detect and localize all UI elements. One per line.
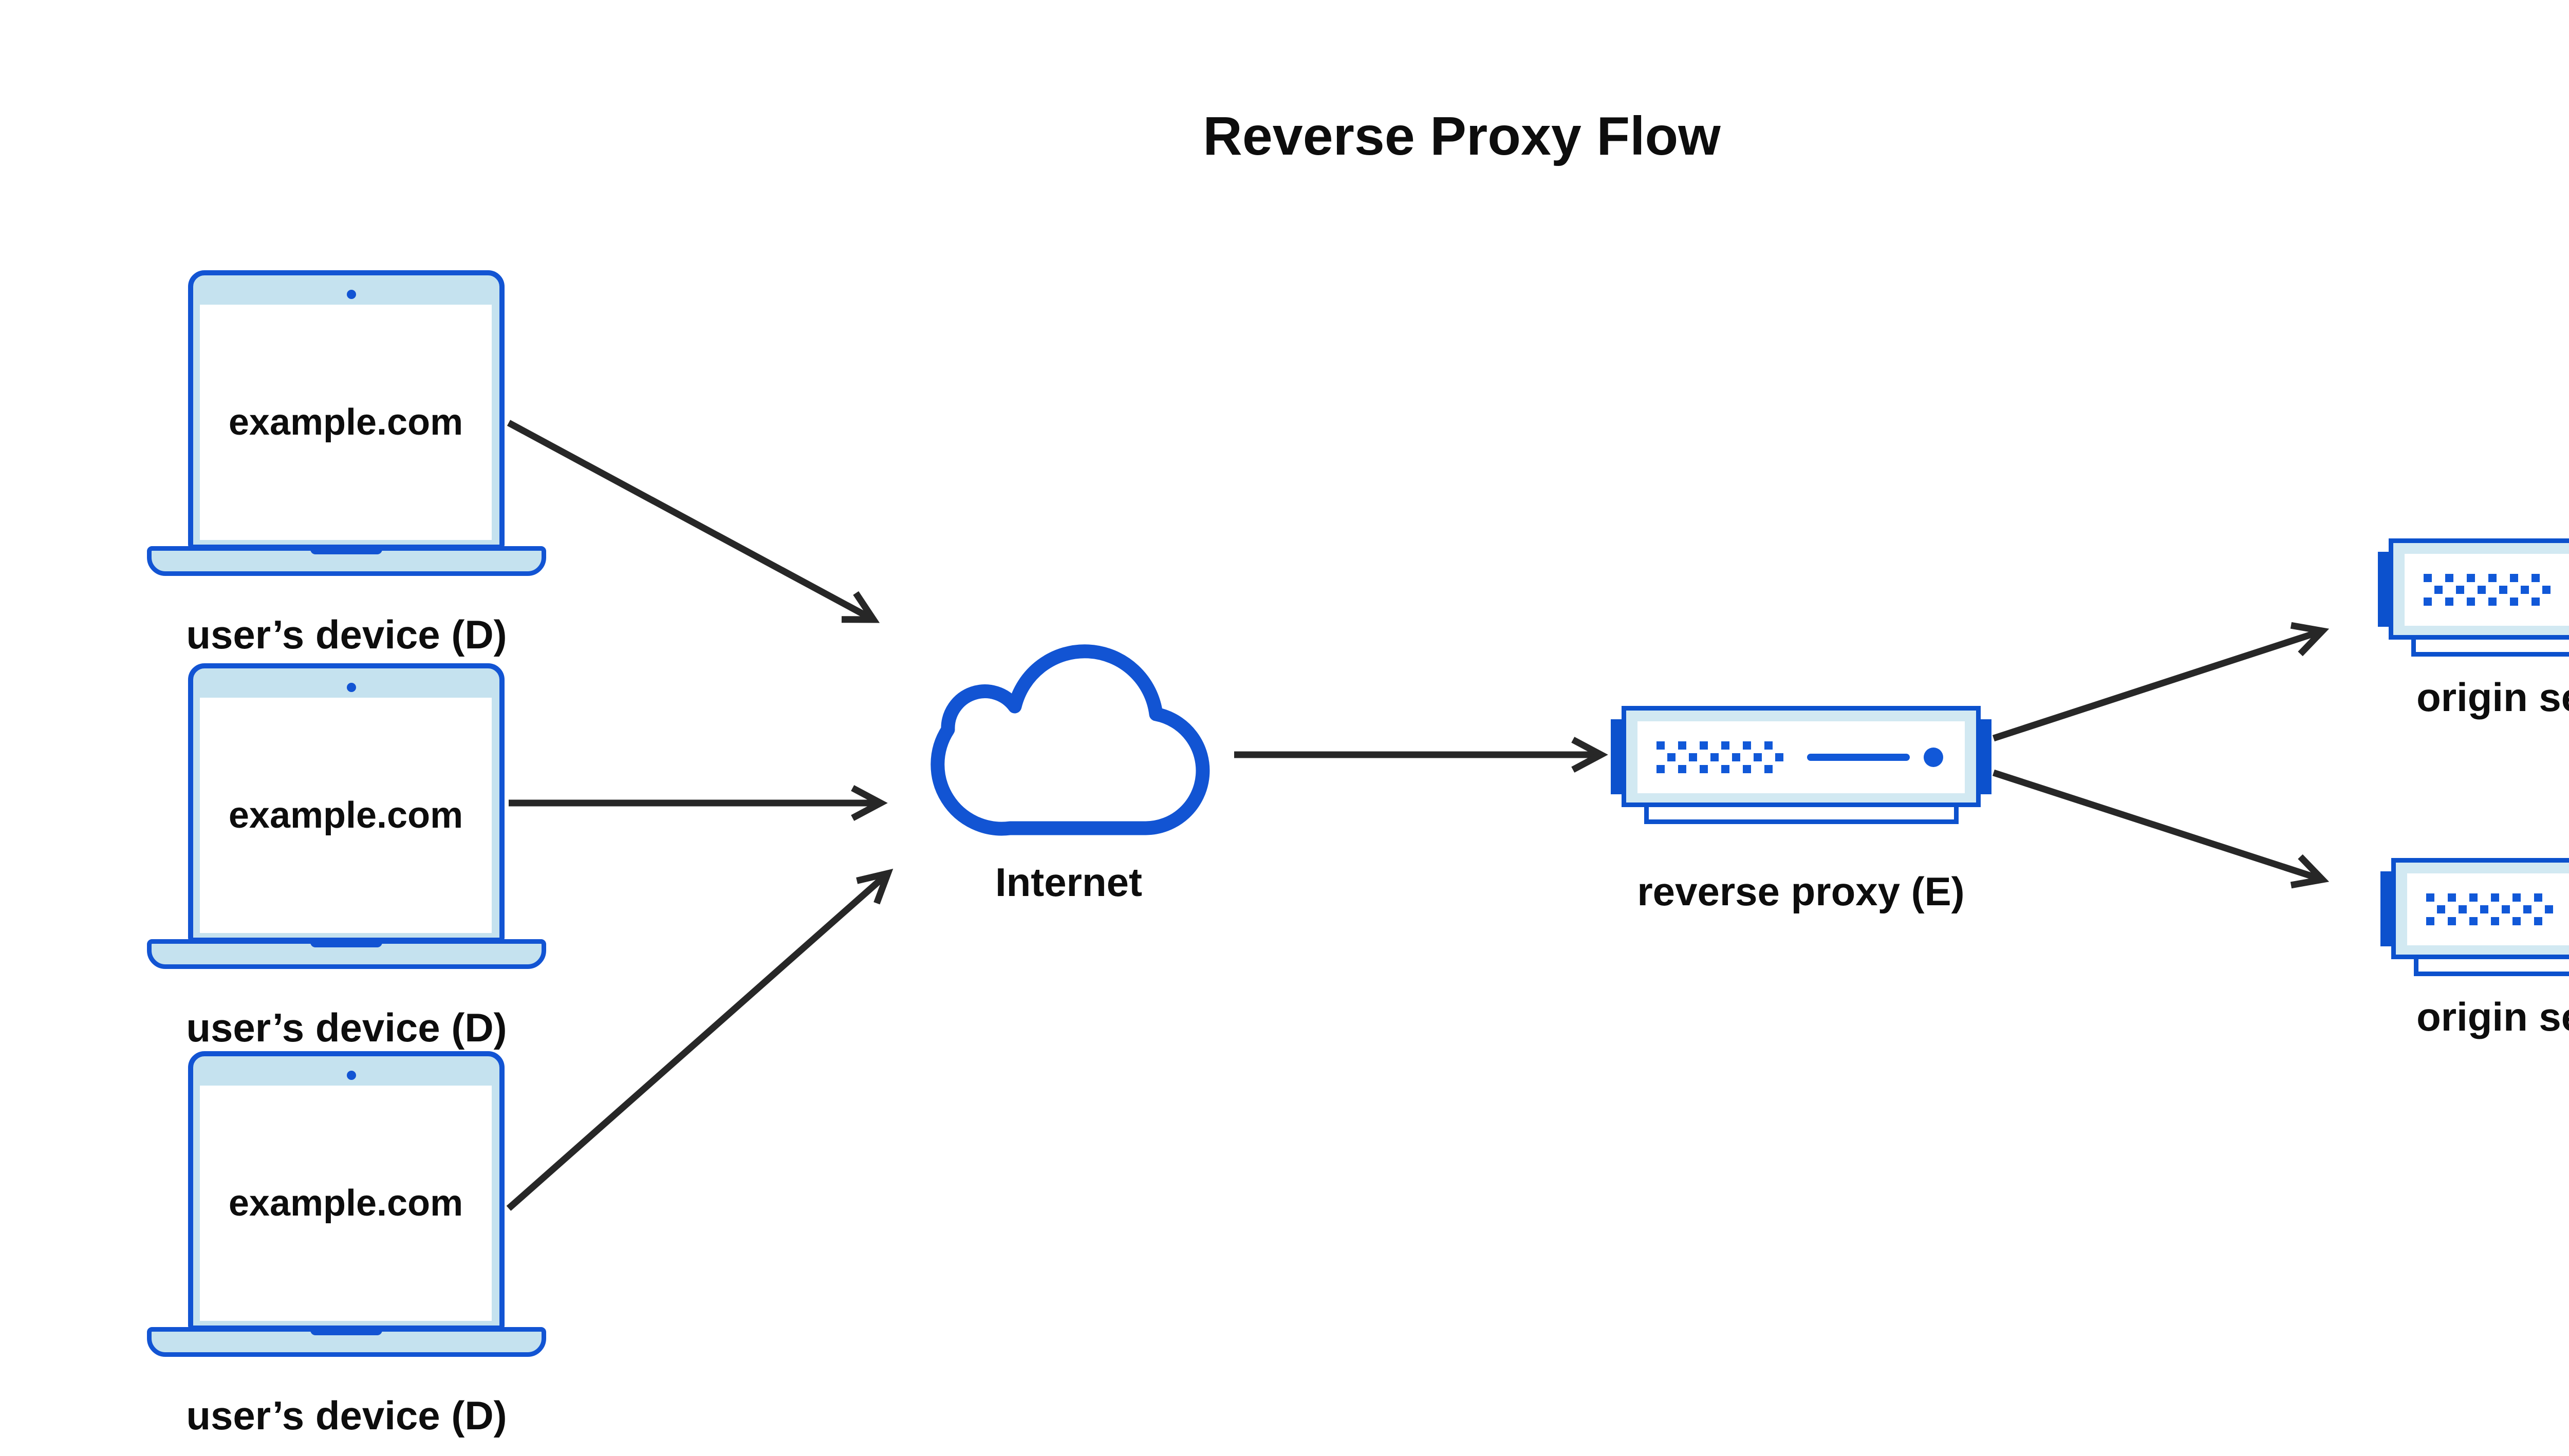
server-faceplate — [2405, 554, 2569, 626]
camera-dot-icon — [347, 683, 356, 692]
flow-arrow — [1992, 622, 2330, 742]
server-chassis — [2389, 538, 2569, 640]
camera-dot-icon — [347, 1071, 356, 1080]
laptop-screen: example.com — [188, 1051, 505, 1331]
server-vents-icon — [1656, 741, 1785, 773]
flow-arrow — [1234, 737, 1608, 773]
laptop-display: example.com — [200, 1086, 492, 1321]
server-faceplate — [1637, 721, 1965, 793]
flow-arrow — [506, 868, 893, 1211]
device-screen-text: example.com — [228, 1183, 463, 1224]
server-vents-icon — [2426, 893, 2555, 925]
server-base — [1644, 807, 1959, 824]
laptop-screen: example.com — [188, 663, 505, 943]
laptop-notch — [310, 1327, 382, 1335]
laptop-icon: example.com user’s device (D) — [147, 663, 546, 1105]
laptop-screen: example.com — [188, 270, 505, 550]
server-icon — [1611, 706, 1991, 824]
flow-arrow — [509, 785, 888, 821]
server-slot-icon — [1807, 754, 1910, 761]
device-screen-text: example.com — [228, 402, 463, 443]
device-screen-text: example.com — [228, 795, 463, 836]
server-base — [2411, 640, 2569, 657]
device-label: user’s device (D) — [186, 612, 507, 657]
laptop-display: example.com — [200, 305, 492, 540]
internet-label: Internet — [995, 860, 1143, 905]
server-led-icon — [1924, 748, 1943, 767]
server-base — [2414, 959, 2569, 976]
cloud-icon — [930, 644, 1210, 836]
server-chassis — [1622, 706, 1981, 807]
device-label: user’s device (D) — [186, 1005, 507, 1050]
server-vents-icon — [2424, 574, 2552, 606]
origin-server-label: origin server (F) — [2416, 675, 2569, 720]
server-icon — [2380, 858, 2569, 976]
laptop-notch — [310, 546, 382, 554]
flow-arrow — [1992, 769, 2330, 889]
reverse-proxy-label: reverse proxy (E) — [1637, 869, 1965, 914]
device-label: user’s device (D) — [186, 1393, 507, 1438]
camera-dot-icon — [347, 290, 356, 299]
flow-arrow — [507, 420, 880, 623]
laptop-icon: example.com user’s device (D) — [147, 270, 546, 712]
laptop-icon: example.com user’s device (D) — [147, 1051, 546, 1456]
laptop-notch — [310, 939, 382, 947]
laptop-display: example.com — [200, 698, 492, 933]
page-title: Reverse Proxy Flow — [1203, 106, 1721, 166]
server-chassis — [2391, 858, 2569, 959]
server-icon — [2378, 538, 2569, 657]
origin-server-label: origin server (F) — [2416, 994, 2569, 1039]
server-faceplate — [2407, 873, 2569, 945]
